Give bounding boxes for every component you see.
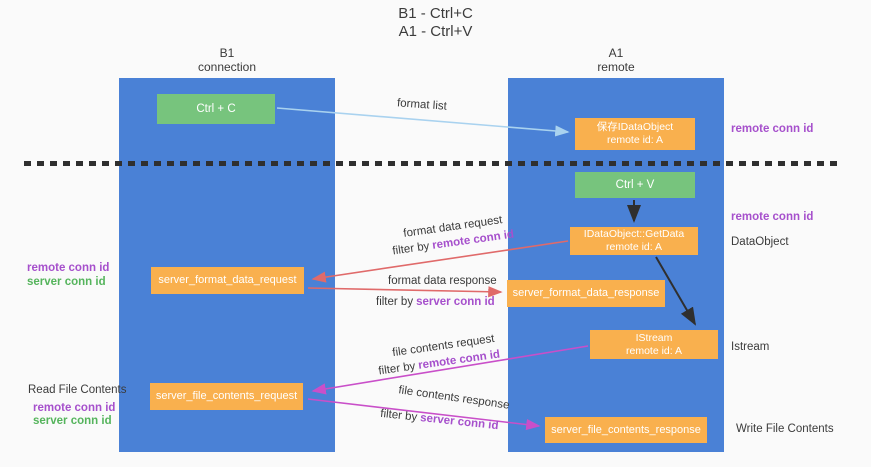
- server-file-contents-request-label: server_file_contents_request: [155, 390, 298, 402]
- server-format-data-request-node: server_format_data_request: [151, 267, 304, 294]
- filter-prefix: filter by: [377, 360, 417, 378]
- file-contents-response-label: file contents response: [397, 384, 511, 412]
- write-file-contents-label: Write File Contents: [736, 423, 834, 435]
- save-dataobject-line1: 保存IDataObject: [596, 121, 674, 133]
- ctrl-c-node: Ctrl + C: [157, 94, 275, 124]
- left-column-header: B1 connection: [119, 46, 335, 74]
- filter-prefix: filter by: [379, 407, 418, 424]
- left-mid-server-conn-id-label: server conn id: [27, 276, 106, 288]
- title-line-2: A1 - Ctrl+V: [398, 23, 473, 40]
- format-list-label: format list: [396, 97, 448, 113]
- right-column-role: remote: [597, 60, 635, 74]
- diagram-title: B1 - Ctrl+C A1 - Ctrl+V: [0, 5, 871, 41]
- filter-key: server conn id: [419, 412, 500, 433]
- getdata-node: IDataObject::GetData remote id: A: [570, 227, 698, 255]
- getdata-line2: remote id: A: [605, 241, 663, 253]
- server-file-contents-request-node: server_file_contents_request: [150, 383, 303, 410]
- server-file-contents-response-label: server_file_contents_response: [551, 423, 701, 436]
- right-top-remote-conn-id-label: remote conn id: [731, 123, 814, 135]
- server-file-contents-response-node: server_file_contents_response: [545, 417, 707, 443]
- istream-node: IStream remote id: A: [590, 330, 718, 359]
- filter-prefix: filter by: [391, 240, 431, 258]
- istream-side-label: Istream: [731, 341, 770, 353]
- left-mid-remote-conn-id-label: remote conn id: [27, 262, 110, 274]
- filter-key: server conn id: [416, 296, 495, 308]
- save-dataobject-line2: remote id: A: [606, 134, 664, 146]
- filter-prefix: filter by: [376, 296, 414, 308]
- left-column-role: connection: [197, 60, 257, 74]
- left-bottom-server-conn-id-label: server conn id: [33, 415, 112, 427]
- format-data-response-arrow: [307, 286, 503, 298]
- machine-boundary-dashed-line: [24, 161, 840, 166]
- right-column-header: A1 remote: [508, 46, 724, 74]
- ctrl-v-label: Ctrl + V: [615, 178, 655, 191]
- left-column-name: B1: [219, 46, 235, 60]
- getdata-line1: IDataObject::GetData: [583, 228, 685, 240]
- istream-line1: IStream: [635, 331, 673, 344]
- read-file-contents-label: Read File Contents: [28, 384, 127, 396]
- save-dataobject-node: 保存IDataObject remote id: A: [575, 118, 695, 150]
- server-format-data-response-label: server_format_data_response: [512, 287, 660, 299]
- dataobject-label: DataObject: [731, 236, 789, 248]
- right-mid-remote-conn-id-label: remote conn id: [731, 211, 814, 223]
- ctrl-v-node: Ctrl + V: [575, 172, 695, 198]
- server-format-data-response-node: server_format_data_response: [507, 280, 665, 307]
- title-line-1: B1 - Ctrl+C: [398, 5, 473, 22]
- server-format-data-request-label: server_format_data_request: [158, 274, 297, 286]
- istream-line2: remote id: A: [625, 344, 683, 357]
- ctrl-c-label: Ctrl + C: [196, 102, 236, 115]
- right-column-name: A1: [608, 46, 624, 60]
- left-bottom-remote-conn-id-label: remote conn id: [33, 402, 116, 414]
- format-data-response-label: format data response: [388, 275, 497, 287]
